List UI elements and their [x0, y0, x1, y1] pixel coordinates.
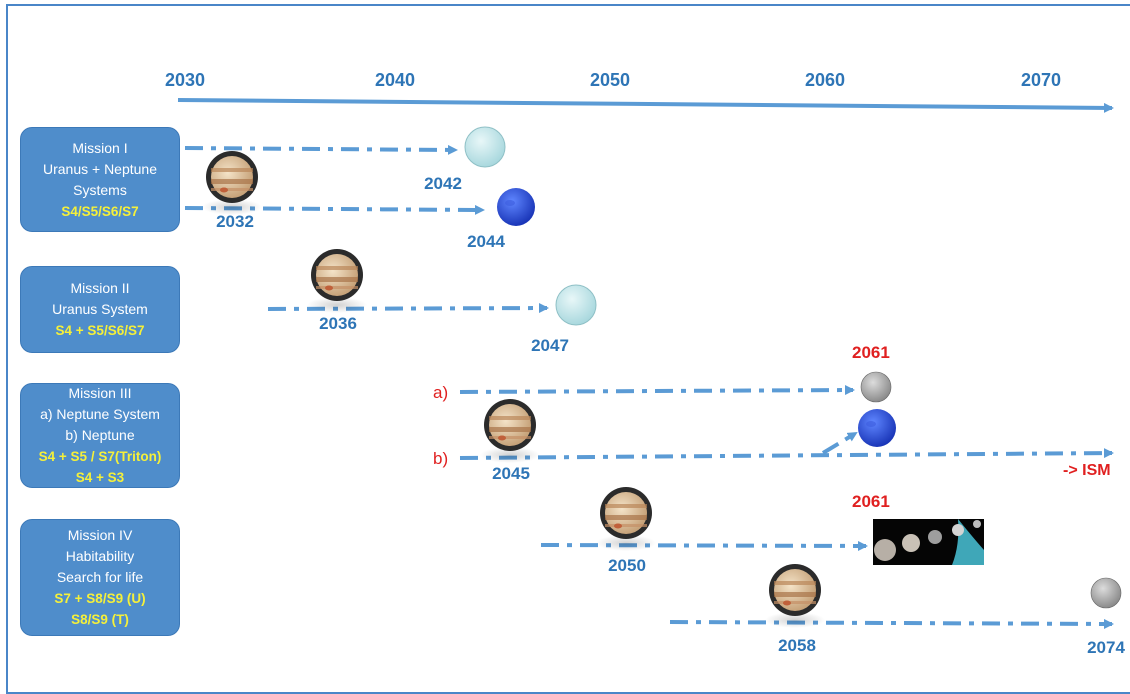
mission-line: Systems: [73, 181, 127, 198]
m4-arrow-2: [669, 618, 1114, 629]
jupiter-icon: [202, 151, 262, 215]
mission-line: Uranus + Neptune: [42, 160, 158, 177]
m3b-arrow: [459, 448, 1114, 460]
uranus-icon: [464, 126, 506, 168]
mission-line: b) Neptune: [65, 427, 135, 443]
mission-line: Habitability: [65, 548, 135, 564]
tick-2050: 2050: [589, 70, 631, 90]
branch-a-label: a): [433, 383, 449, 402]
tick-2060: 2060: [804, 70, 846, 90]
year-label: 2045: [492, 464, 530, 483]
mission-box-4: Mission IV Habitability Search for life …: [20, 519, 180, 636]
mission-title: Mission II: [70, 280, 130, 296]
branch-b-label: b): [433, 449, 449, 468]
mission-box-1: Mission I Uranus + Neptune Systems S4/S5…: [20, 127, 180, 232]
year-label: 2036: [319, 314, 357, 333]
m3a-arrow: [459, 385, 855, 396]
mission-line: a) Neptune System: [40, 406, 160, 422]
moon-icon: [860, 371, 892, 403]
mission-line: Uranus System: [52, 301, 148, 317]
year-label: 2050: [608, 556, 646, 575]
mission-title: Mission I: [72, 139, 128, 156]
mission-instruments: S4 + S5 / S7(Triton): [38, 449, 162, 464]
arrival-year-red: 2061: [852, 492, 890, 511]
mission-box-3: Mission III a) Neptune System b) Neptune…: [20, 383, 180, 488]
year-label: 2058: [778, 636, 816, 655]
arrival-year-red: 2061: [852, 343, 890, 362]
mission-box-2: Mission II Uranus System S4 + S5/S6/S7: [20, 266, 180, 353]
m1-uranus-arrow: [184, 144, 458, 155]
neptune-icon: [858, 409, 896, 447]
year-label: 2044: [467, 232, 505, 251]
tick-2030: 2030: [164, 70, 206, 90]
m3b-neptune-branch: [821, 431, 858, 455]
moon-icon: [1090, 577, 1122, 609]
tick-2040: 2040: [374, 70, 416, 90]
uranus-icon: [555, 284, 597, 326]
timeline-arrow: [177, 98, 1114, 113]
year-label: 2032: [216, 212, 254, 231]
jupiter-icon: [596, 487, 656, 551]
m4-arrow-1: [540, 540, 868, 551]
mission-instruments: S4 + S5/S6/S7: [55, 323, 145, 338]
jupiter-icon: [765, 564, 825, 628]
year-label: 2074: [1087, 638, 1125, 657]
moons-panel-icon: [873, 519, 984, 565]
tick-2070: 2070: [1020, 70, 1062, 90]
mission-title: Mission III: [68, 385, 132, 401]
mission-instruments: S8/S9 (T): [71, 612, 129, 627]
mission-line: Search for life: [56, 569, 144, 585]
mission-instruments: S4 + S3: [75, 470, 125, 485]
mission-title: Mission IV: [67, 527, 133, 543]
jupiter-icon: [480, 399, 540, 463]
mission-instruments: S7 + S8/S9 (U): [54, 591, 146, 606]
ism-label: -> ISM: [1063, 462, 1111, 479]
year-label: 2042: [424, 174, 462, 193]
year-label: 2047: [531, 336, 569, 355]
neptune-icon: [497, 188, 535, 226]
mission-instruments: S4/S5/S6/S7: [61, 203, 139, 219]
jupiter-icon: [307, 249, 367, 313]
